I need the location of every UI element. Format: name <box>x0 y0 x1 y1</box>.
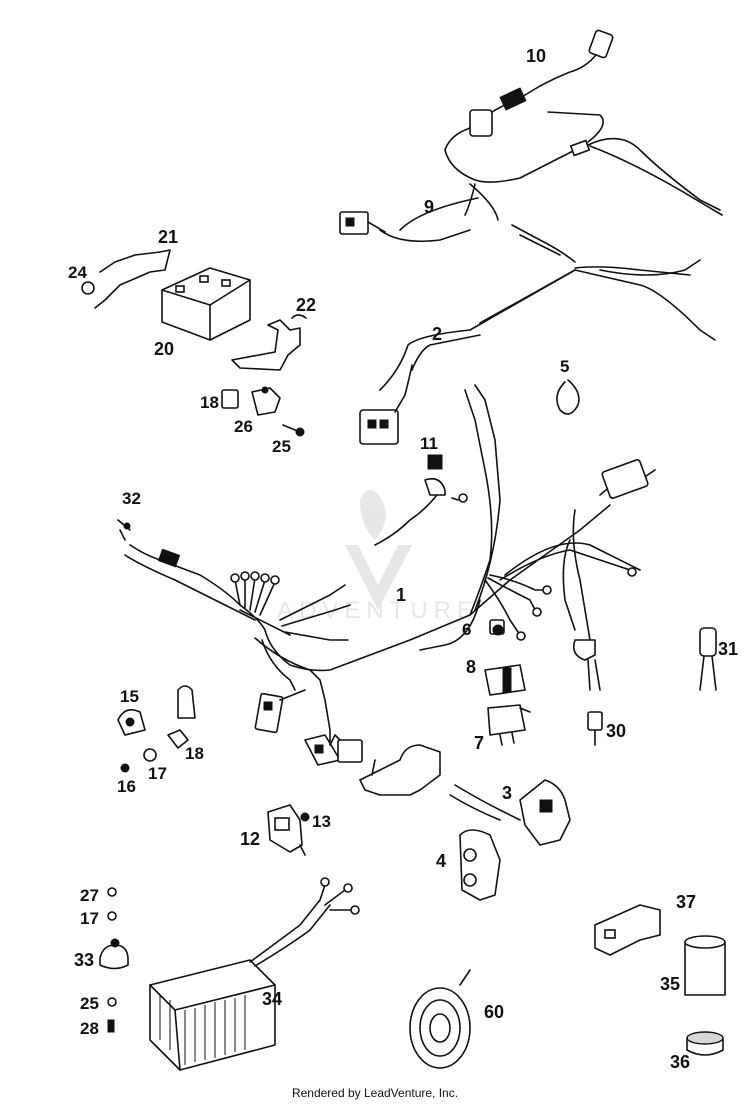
callout-21: 21 <box>158 227 179 247</box>
small-parts-18-26-25 <box>221 386 305 437</box>
horn-60 <box>409 969 471 1069</box>
callout-2: 2 <box>432 324 443 344</box>
callout-18-b: 18 <box>185 744 204 763</box>
callout-25-b: 25 <box>80 994 99 1013</box>
callout-17-a: 17 <box>148 764 167 783</box>
callout-11: 11 <box>420 434 438 453</box>
callout-60: 60 <box>484 1002 505 1022</box>
watermark: ADVENTURE <box>277 490 479 624</box>
watermark-text: ADVENTURE <box>277 597 479 624</box>
callout-16: 16 <box>117 777 136 796</box>
callout-6: 6 <box>462 620 472 639</box>
callout-34: 34 <box>262 989 283 1009</box>
mount-parts-15-18 <box>117 685 196 773</box>
callout-18-a: 18 <box>200 393 219 412</box>
callout-3: 3 <box>502 783 513 803</box>
part-32 <box>117 519 131 531</box>
harness-2 <box>359 224 716 445</box>
callout-22: 22 <box>296 295 317 315</box>
harness-9-10 <box>339 29 723 243</box>
callout-1: 1 <box>396 585 407 605</box>
relays-6-7-8 <box>484 624 531 746</box>
callout-24: 24 <box>68 263 87 282</box>
bracket-12-13 <box>267 804 310 856</box>
part-3-part-4 <box>359 744 571 901</box>
callout-33: 33 <box>74 950 95 970</box>
callout-17-b: 17 <box>80 909 99 928</box>
callout-15: 15 <box>120 687 139 706</box>
callout-30: 30 <box>606 721 627 741</box>
callout-4: 4 <box>436 851 447 871</box>
callout-20: 20 <box>154 339 175 359</box>
callout-12: 12 <box>240 829 261 849</box>
callout-37: 37 <box>676 892 697 912</box>
callout-5: 5 <box>560 357 570 376</box>
callout-7: 7 <box>474 733 485 753</box>
callout-28: 28 <box>80 1019 99 1038</box>
battery-group <box>81 249 307 371</box>
callout-31: 31 <box>718 639 739 659</box>
main-harness-1 <box>119 384 656 766</box>
callout-26: 26 <box>234 417 253 436</box>
parts-30-31 <box>587 627 717 746</box>
cable-tie-5 <box>556 379 580 415</box>
callout-32: 32 <box>122 489 141 508</box>
regulator-34 <box>99 877 360 1071</box>
callout-25-a: 25 <box>272 437 291 456</box>
callout-35: 35 <box>660 974 681 994</box>
callout-8: 8 <box>466 657 477 677</box>
callout-27: 27 <box>80 886 99 905</box>
callout-36: 36 <box>670 1052 691 1072</box>
callout-10: 10 <box>526 46 547 66</box>
parts-35-36-37 <box>594 904 726 1056</box>
callout-9: 9 <box>424 197 435 217</box>
footer-credit: Rendered by LeadVenture, Inc. <box>291 1086 459 1100</box>
callout-13: 13 <box>312 812 331 831</box>
fuse-11 <box>374 454 468 546</box>
